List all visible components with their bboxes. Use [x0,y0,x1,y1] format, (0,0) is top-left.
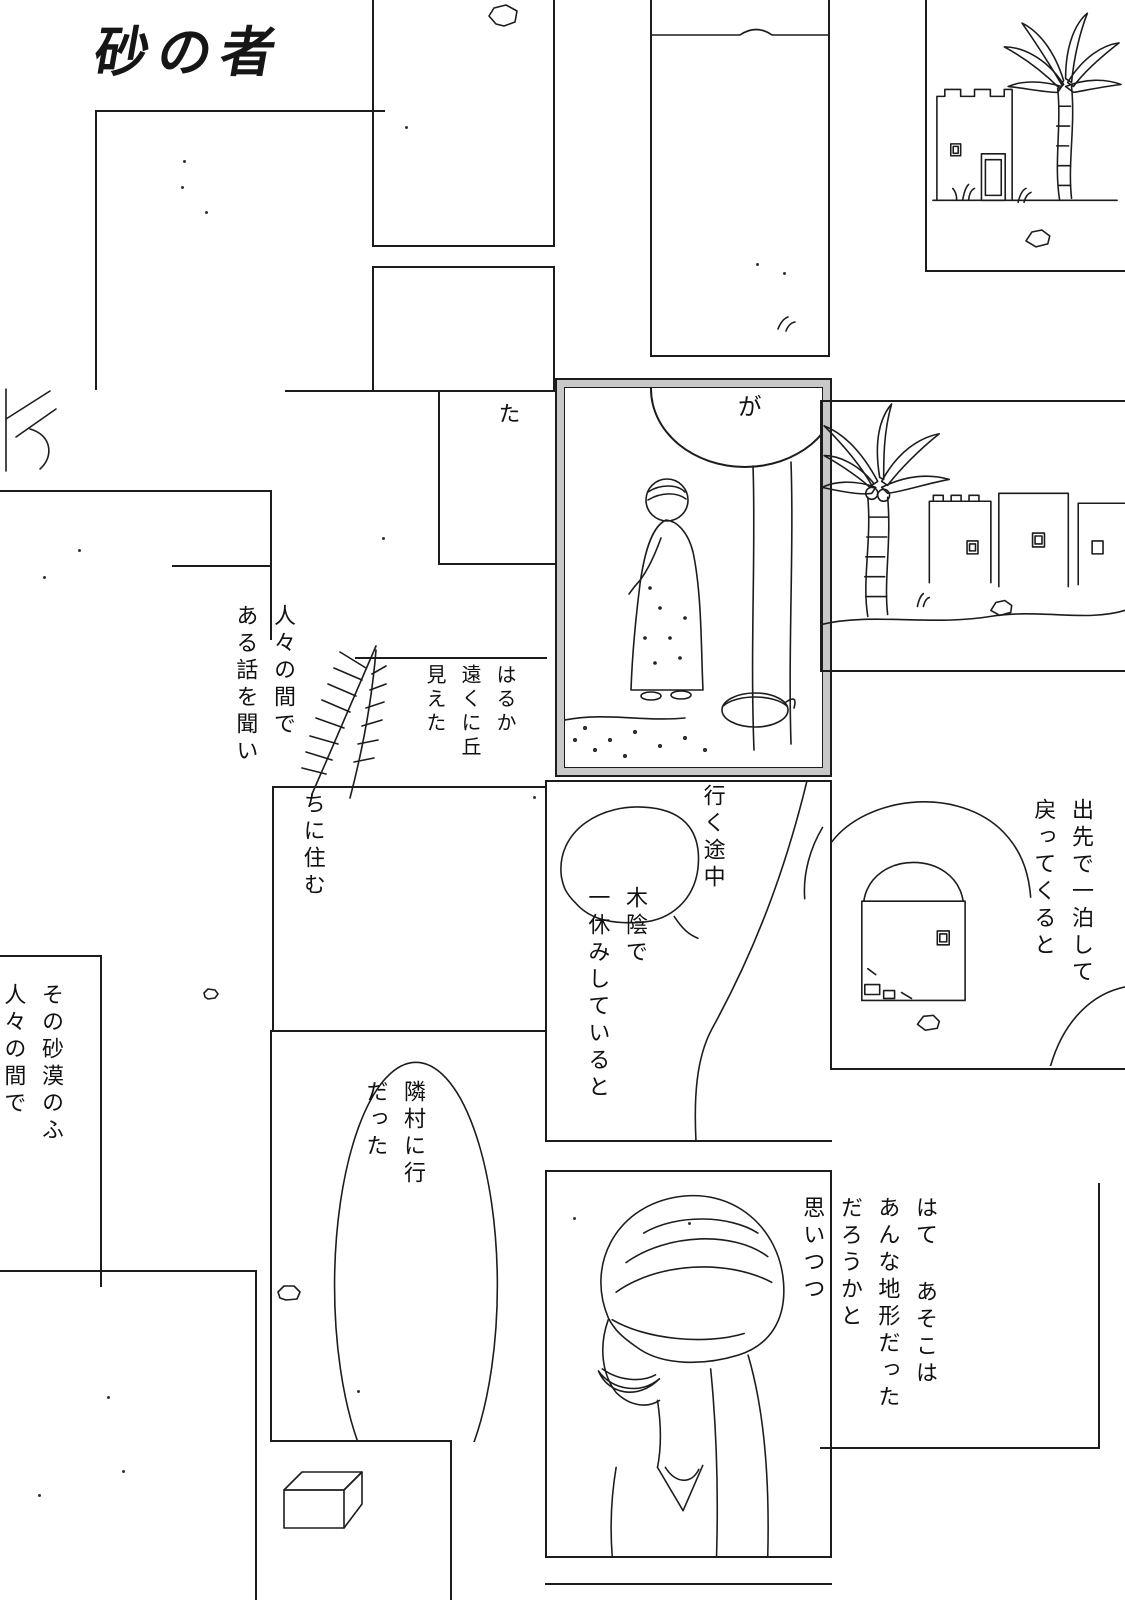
title-fragment-art [5,388,57,472]
crate-art [283,1471,363,1529]
caption-line: だった [362,1080,388,1161]
panel-ta: た [285,390,557,655]
panel-desert-horizon [650,0,830,357]
bubble-profile-art [560,782,824,1140]
caption-line: 隣村に行 [400,1080,425,1188]
arch-art [333,1061,499,1442]
dome-building-art [832,801,1125,1066]
caption-line: 戻ってくると [1030,798,1056,960]
caption-overnight: 出先で一泊して 戻ってくると [1024,798,1094,1010]
village-art [932,12,1122,248]
speck [181,186,184,189]
robed-figure-art [565,461,796,758]
caption-village: 隣村に行 だった [356,1080,426,1220]
caption-wonder: はて あそこは あんな地形だった だろうかと 思いつつ [799,1196,938,1428]
panel-box [270,1440,452,1600]
page-title: 砂の者 [89,21,290,84]
speck [43,576,46,579]
caption-line: だろうかと [836,1196,862,1331]
speck [205,211,208,214]
rock-art [488,4,518,27]
panel-dome-scene [830,780,1125,1070]
panel-live-region [272,786,546,1032]
caption-ta: た [494,402,520,429]
caption-desert: その砂漠のふ 人々の間で [0,983,64,1183]
panel-top-left [95,110,385,390]
panel-bottom-strip [545,1583,832,1600]
turban-man-art [597,1194,785,1556]
panel-bottom-left [0,1270,257,1600]
caption-line: 人々の間で [0,983,26,1118]
panel-turban-man [545,1170,832,1558]
caption-line: 行く途中 [699,784,725,892]
panel-hill-caption [355,657,547,789]
panel-robed-figure-inner: が [564,387,823,768]
palm-village-art [822,403,1125,626]
caption-line: 出先で一泊して [1068,798,1093,987]
speck [405,126,408,129]
horizon-art [652,28,828,332]
palm-frond-art [301,645,387,799]
speck [122,1470,125,1473]
caption-line: はて あそこは [912,1196,937,1388]
panel-top-middle [372,0,555,247]
panel-desert-caption [0,955,102,1287]
panel-ta-inner-box: た [438,390,555,565]
speck [357,1390,360,1393]
caption-line: ある話を聞い [232,604,258,766]
speck [78,549,81,552]
caption-on-the-way: 行く途中 [688,784,726,904]
speck [573,1217,576,1220]
panel-arch [270,1030,547,1442]
speck [533,796,536,799]
panel-rest-scene [545,780,832,1142]
caption-line: 思いつつ [799,1196,825,1304]
speck [107,1396,110,1399]
speck [38,1494,41,1497]
caption-line: 遠くに丘 [458,664,482,760]
speck [183,160,186,163]
caption-line: ちに住む [299,792,325,900]
caption-line: あんな地形だった [874,1196,900,1412]
speck [688,1222,691,1225]
caption-line: 一休みしていると [584,886,610,1102]
speck [382,537,385,540]
panel-village-palm [820,400,1125,672]
caption-live: ちに住む [288,792,326,932]
speck [756,263,759,266]
caption-line: 人々の間で [270,604,295,739]
panel-robed-figure: が [555,378,832,777]
caption-line: 木陰で [622,886,647,967]
panel-caption-box [172,565,272,625]
caption-hill: はるか 遠くに丘 見えた [388,664,518,790]
caption-rest: 木陰で 一休みしていると [578,886,648,1118]
panel-top-middle-2 [372,266,555,392]
caption-line: 見えた [423,664,447,736]
caption-ga: が [733,394,762,423]
rock-art-small [277,1285,301,1301]
panel-wonder [820,1183,1100,1449]
caption-heard-story: 人々の間で ある話を聞い [214,604,296,804]
caption-line: はるか [493,664,517,736]
panel-village-top [925,0,1125,272]
pebble-art [203,988,219,1000]
speck [783,272,786,275]
caption-line: その砂漠のふ [38,983,63,1145]
